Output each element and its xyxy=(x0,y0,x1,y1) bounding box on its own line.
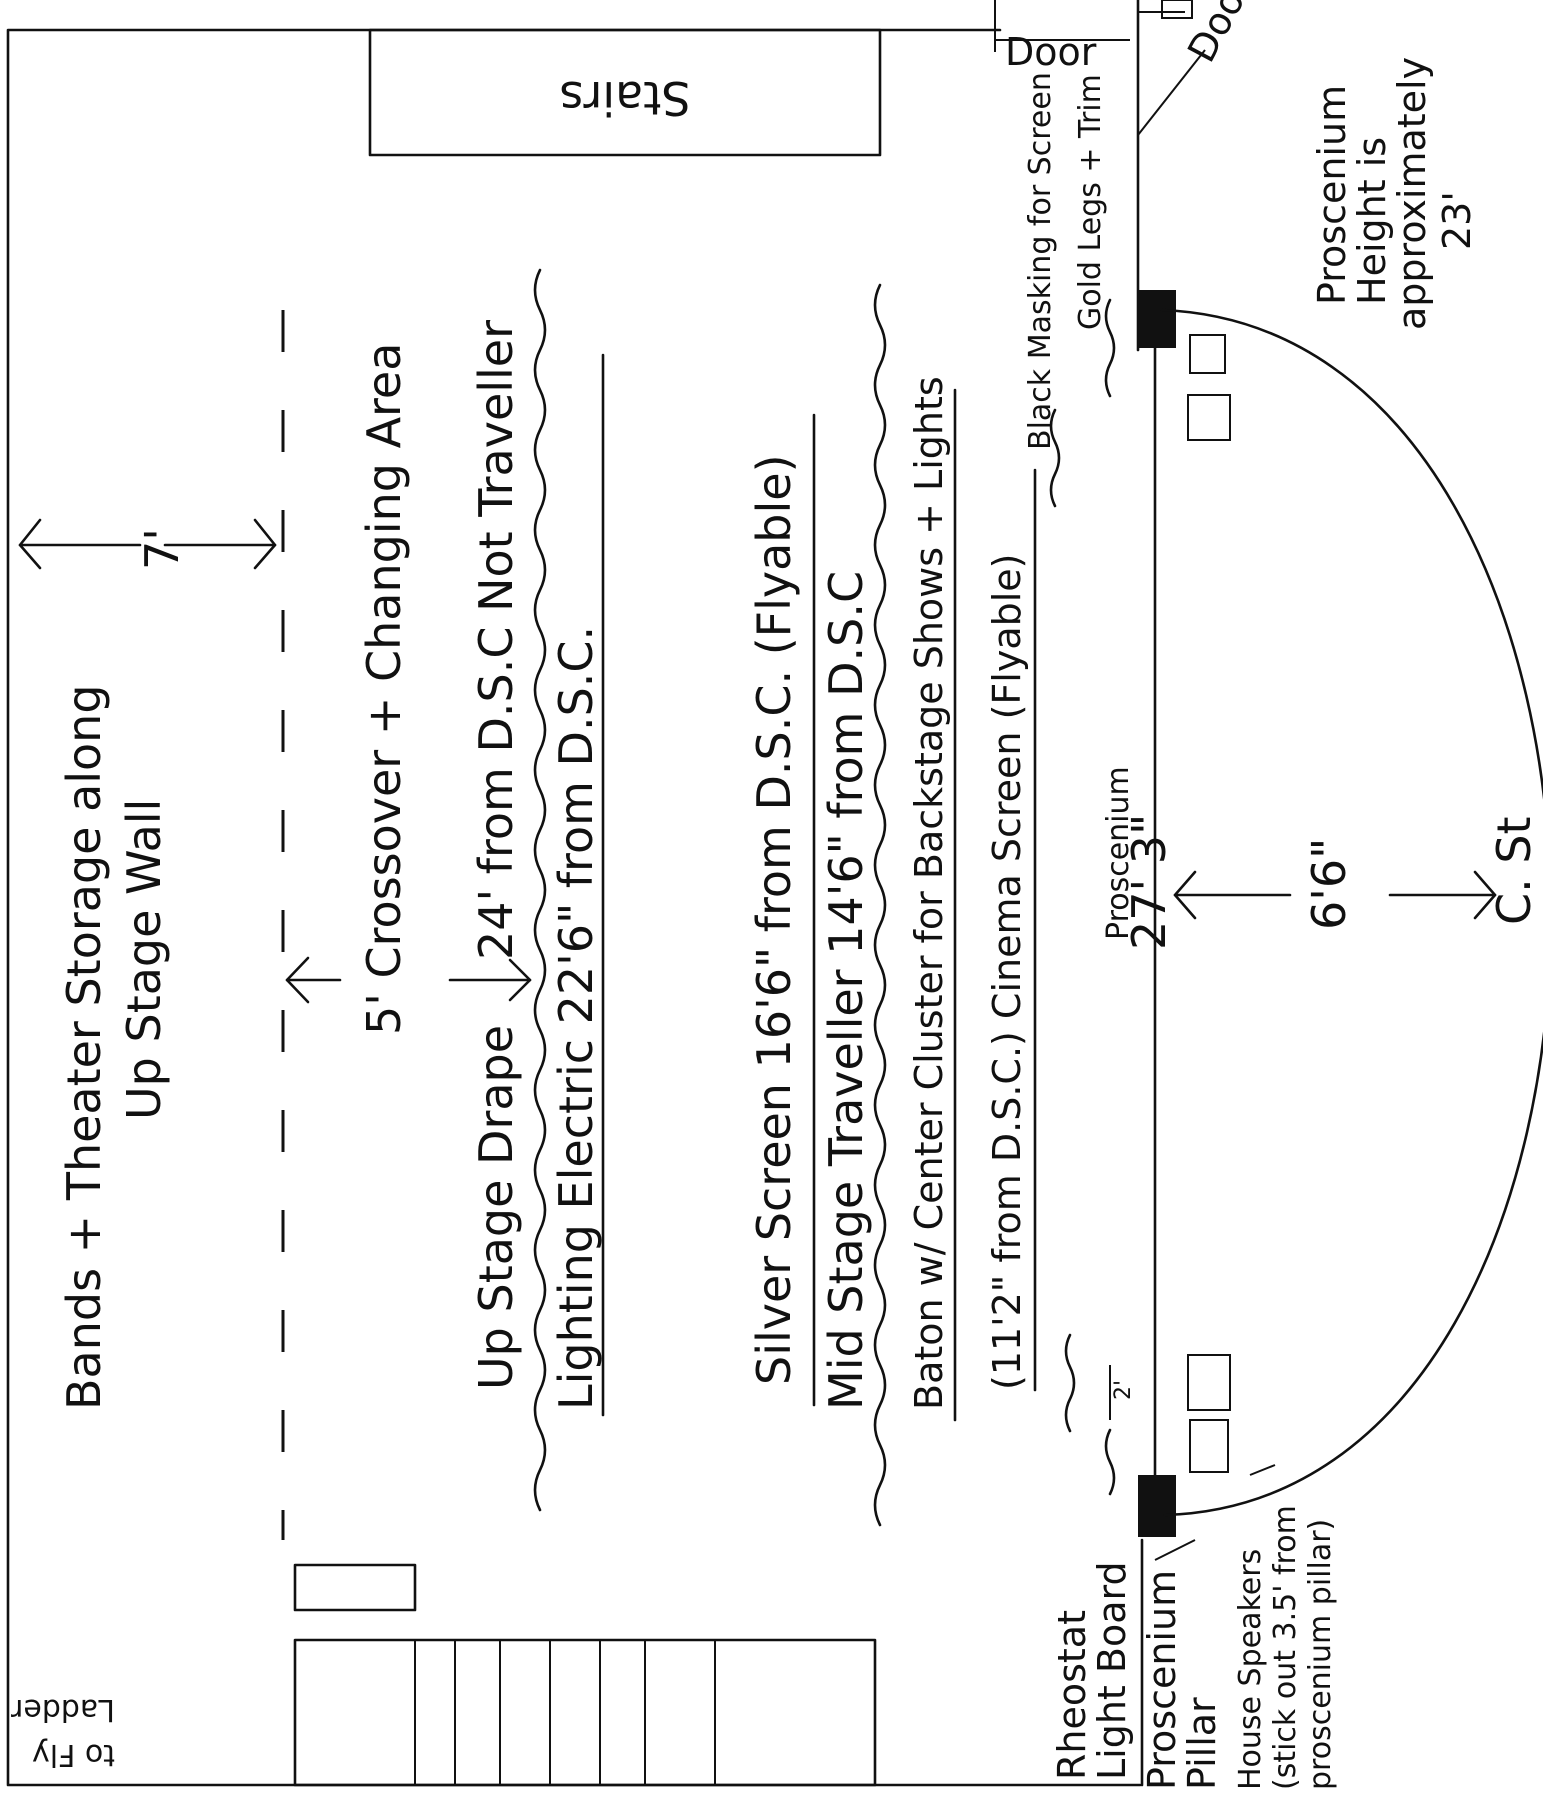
apron-depth-label: 6'6" xyxy=(1302,838,1356,930)
gold-legs-bottom xyxy=(1104,1428,1116,1496)
proscenium-width-label: 27' 3" xyxy=(1122,814,1176,950)
upstage-drape-line xyxy=(533,268,547,1512)
proscenium-height-note: Proscenium Height is approximately 23' xyxy=(1310,57,1479,330)
apron-edge xyxy=(1160,308,1543,1517)
speakers-label: House Speakers xyxy=(1233,1549,1268,1790)
door-right: Door xyxy=(1137,0,1261,136)
lighting-electric-label: Lighting Electric 22'6" from D.S.C. xyxy=(549,626,603,1410)
storage-area: Bands + Theater Storage along Up Stage W… xyxy=(18,518,277,1410)
proscenium-pillar-bottom xyxy=(1138,1475,1176,1537)
stairs-box xyxy=(368,28,882,157)
silver-screen-label: Silver Screen 16'6" from D.S.C. (Flyable… xyxy=(747,454,801,1385)
mid-stage-traveller-line xyxy=(873,283,887,1527)
ladder-label-2: to Fly xyxy=(32,1737,115,1772)
house-speakers xyxy=(1187,334,1231,1473)
cinema-screen-label: (11'2" from D.S.C.) Cinema Screen (Flyab… xyxy=(985,554,1029,1390)
crossover-area: 5' Crossover + Changing Area xyxy=(285,343,411,1035)
crossover-label: 5' Crossover + Changing Area xyxy=(357,343,411,1035)
center-stage-label: C. St xyxy=(1487,816,1541,925)
upstage-drape: Up Stage Drape 24' from D.S.C Not Travel… xyxy=(448,320,532,1390)
proscenium-height-line3: approximately xyxy=(1390,57,1434,330)
rheostat-label: Rheostat xyxy=(1050,1610,1094,1780)
proscenium-pillar-top xyxy=(1138,290,1176,348)
door-top-label: Door xyxy=(1005,30,1097,74)
mid-stage-traveller-label: Mid Stage Traveller 14'6" from D.S.C xyxy=(819,571,873,1410)
proscenium-width-title: Proscenium xyxy=(1101,766,1136,940)
baton-label: Baton w/ Center Cluster for Backstage Sh… xyxy=(907,376,951,1410)
pillar-label: Proscenium xyxy=(1140,1570,1184,1790)
proscenium-height-line2: Height is xyxy=(1350,137,1394,305)
stairs: Stairs xyxy=(368,28,882,157)
black-masking-label: Black Masking for Screen xyxy=(1023,72,1058,450)
gold-legs-label: Gold Legs + Trim xyxy=(1073,74,1108,330)
ladder-label: Ladder xyxy=(10,1692,115,1727)
storage-label: Bands + Theater Storage along xyxy=(57,684,111,1410)
rheostat-label-2: Light Board xyxy=(1090,1561,1134,1780)
proscenium-height-line1: Proscenium xyxy=(1310,85,1354,305)
pillar-label-2: Pillar xyxy=(1180,1697,1224,1790)
masking-dim-label: 2' xyxy=(1111,1380,1136,1400)
fly-rail xyxy=(293,1563,877,1787)
proscenium-height-line4: 23' xyxy=(1435,191,1479,250)
speakers-label-2: (stick out 3.5' from xyxy=(1268,1505,1303,1790)
upstage-drape-dist-label: 24' from D.S.C Not Traveller xyxy=(469,320,523,960)
stairs-label: Stairs xyxy=(559,71,690,125)
black-masking-top xyxy=(1049,408,1061,508)
storage-dim-label: 7' xyxy=(135,528,189,570)
speakers-label-3: proscenium pillar) xyxy=(1303,1519,1338,1790)
black-masking-bottom xyxy=(1064,1333,1076,1433)
storage-label-2: Up Stage Wall xyxy=(117,799,171,1120)
gold-legs-top xyxy=(1104,298,1116,398)
upstage-drape-label: Up Stage Drape xyxy=(469,1025,523,1390)
door-top: Door xyxy=(994,30,1130,74)
